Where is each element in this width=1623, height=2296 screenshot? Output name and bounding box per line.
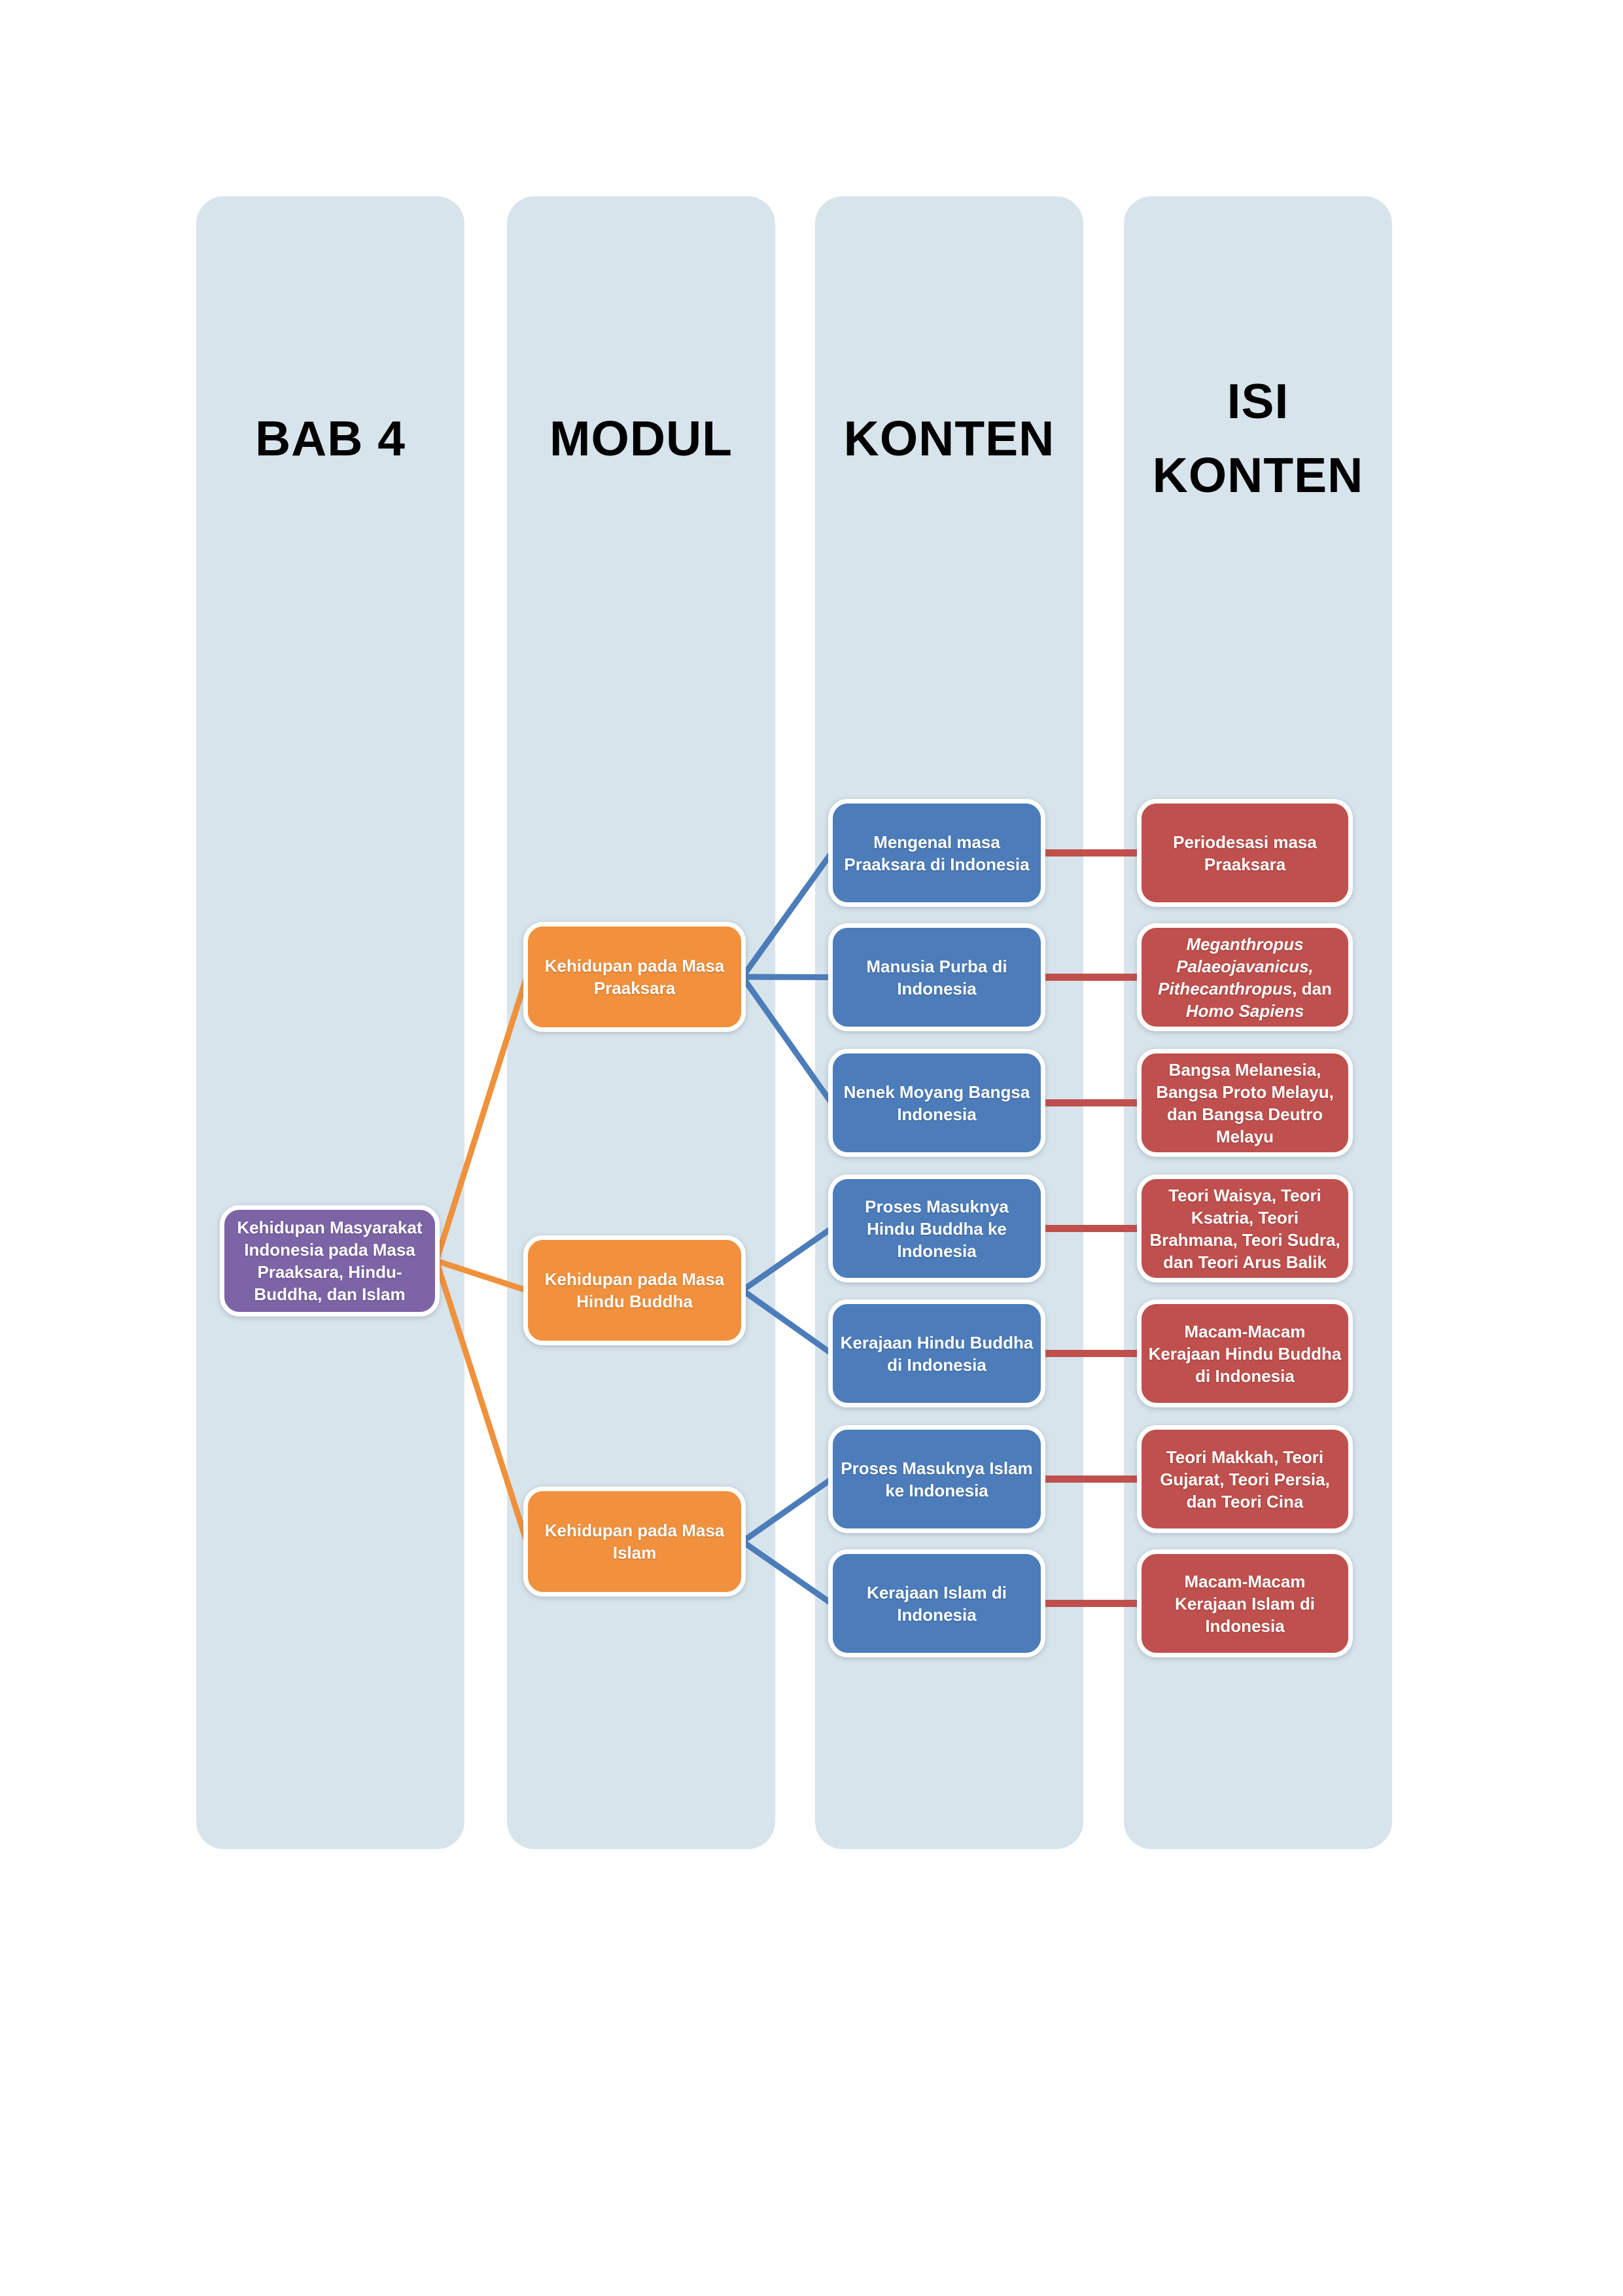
node-label: Bangsa Melanesia, Bangsa Proto Melayu, d…	[1156, 1059, 1334, 1146]
column-bab4: BAB 4	[196, 196, 464, 1849]
node-label: Macam-Macam Kerajaan Hindu Buddha di Ind…	[1148, 1321, 1342, 1386]
node-label: Kerajaan Islam di Indonesia	[867, 1582, 1007, 1625]
node-label: Macam-Macam Kerajaan Islam di Indonesia	[1175, 1571, 1315, 1636]
node-konten-nenek-moyang: Nenek Moyang Bangsa Indonesia	[828, 1049, 1045, 1157]
node-label: Kerajaan Hindu Buddha di Indonesia	[840, 1332, 1034, 1375]
column-header-line: BAB 4	[254, 410, 406, 466]
column-header-isi-konten: ISI KONTEN	[1124, 360, 1392, 517]
node-label: Kehidupan pada Masa Islam	[544, 1521, 725, 1563]
node-label: Proses Masuknya Islam ke Indonesia	[841, 1458, 1033, 1500]
node-isi-periodesasi: Periodesasi masa Praaksara	[1137, 799, 1353, 907]
node-bab4-kehidupan-masyarakat: Kehidupan Masyarakat Indonesia pada Masa…	[220, 1205, 440, 1316]
node-konten-proses-masuknya-islam: Proses Masuknya Islam ke Indonesia	[828, 1425, 1045, 1533]
connector-line-blue	[741, 1539, 833, 1606]
node-konten-manusia-purba: Manusia Purba di Indonesia	[828, 923, 1045, 1031]
node-isi-macam-kerajaan-islam: Macam-Macam Kerajaan Islam di Indonesia	[1137, 1549, 1353, 1657]
node-isi-bangsa-melanesia: Bangsa Melanesia, Bangsa Proto Melayu, d…	[1137, 1049, 1353, 1157]
node-label: Kehidupan Masyarakat Indonesia pada Masa…	[237, 1218, 423, 1304]
node-modul-islam: Kehidupan pada Masa Islam	[523, 1487, 746, 1597]
connector-line-blue	[742, 974, 832, 980]
node-label: Nenek Moyang Bangsa Indonesia	[843, 1082, 1030, 1124]
node-isi-meganthropus: Meganthropus Palaeojavanicus, Pithecanth…	[1137, 923, 1353, 1031]
column-header-bab4: BAB 4	[196, 360, 464, 517]
connector-line-blue	[740, 975, 834, 1105]
column-header-line: KONTEN	[843, 410, 1055, 466]
node-konten-kerajaan-hindu-buddha: Kerajaan Hindu Buddha di Indonesia	[828, 1299, 1045, 1407]
column-header-modul: MODUL	[507, 360, 775, 517]
connector-line-orange	[433, 1260, 530, 1543]
node-konten-kerajaan-islam: Kerajaan Islam di Indonesia	[828, 1549, 1045, 1657]
node-label-segment: Meganthropus Palaeojavanicus, Pithecanth…	[1158, 934, 1314, 998]
node-label: Mengenal masa Praaksara di Indonesia	[844, 832, 1030, 874]
node-label: Kehidupan pada Masa Hindu Buddha	[544, 1269, 725, 1311]
node-isi-teori-waisya: Teori Waisya, Teori Ksatria, Teori Brahm…	[1137, 1174, 1353, 1282]
node-modul-praaksara: Kehidupan pada Masa Praaksara	[523, 922, 746, 1032]
node-isi-teori-makkah: Teori Makkah, Teori Gujarat, Teori Persi…	[1137, 1425, 1353, 1533]
node-label-segment: Homo Sapiens	[1185, 1000, 1304, 1021]
node-isi-macam-kerajaan-hindu-buddha: Macam-Macam Kerajaan Hindu Buddha di Ind…	[1137, 1299, 1353, 1407]
column-header-konten: KONTEN	[815, 360, 1083, 517]
column-header-line: KONTEN	[1152, 448, 1364, 503]
node-label: Meganthropus Palaeojavanicus, Pithecanth…	[1148, 933, 1342, 1022]
node-label-segment: , dan	[1292, 978, 1332, 998]
column-header-line: ISI	[1227, 374, 1289, 429]
node-label: Periodesasi masa Praaksara	[1173, 832, 1317, 874]
connector-line-blue	[741, 1476, 833, 1544]
connector-line-blue	[741, 1288, 833, 1356]
column-header-line: MODUL	[550, 410, 733, 466]
node-konten-proses-masuknya-hindu-buddha: Proses Masuknya Hindu Buddha ke Indonesi…	[828, 1174, 1045, 1282]
node-label: Kehidupan pada Masa Praaksara	[544, 956, 725, 998]
connector-line-blue	[740, 851, 834, 979]
node-konten-mengenal-masa-praaksara: Mengenal masa Praaksara di Indonesia	[828, 799, 1045, 907]
connector-line-orange	[433, 976, 530, 1262]
connector-line-orange	[435, 1258, 528, 1294]
node-label: Teori Waisya, Teori Ksatria, Teori Brahm…	[1149, 1185, 1340, 1272]
node-modul-hindu-buddha: Kehidupan pada Masa Hindu Buddha	[523, 1235, 746, 1345]
node-label: Proses Masuknya Hindu Buddha ke Indonesi…	[865, 1196, 1009, 1261]
node-label: Manusia Purba di Indonesia	[866, 956, 1007, 998]
connector-line-blue	[741, 1226, 833, 1293]
node-label: Teori Makkah, Teori Gujarat, Teori Persi…	[1160, 1447, 1330, 1511]
